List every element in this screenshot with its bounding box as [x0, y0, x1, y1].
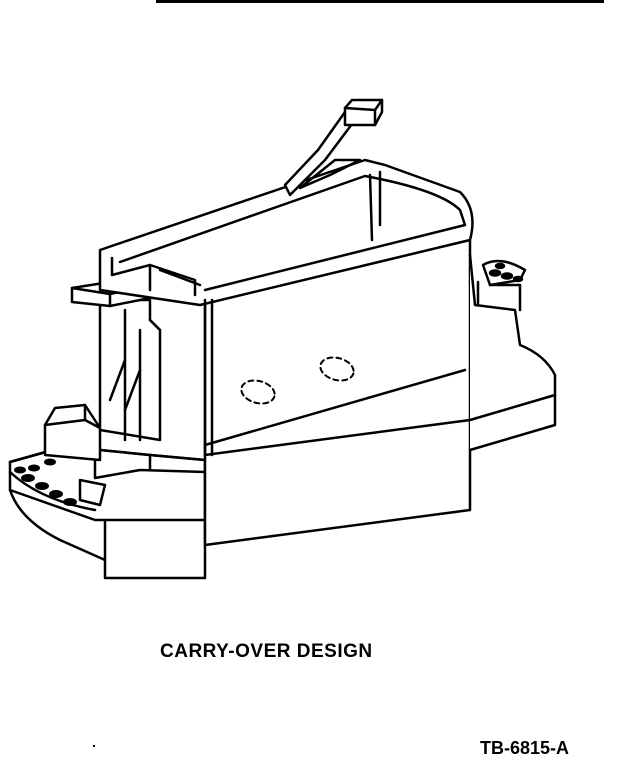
housing-illustration	[8, 98, 557, 580]
front-step-blocks	[43, 403, 207, 507]
top-border-rule	[156, 0, 604, 3]
scan-speck	[93, 745, 95, 747]
figure-caption: CARRY-OVER DESIGN	[160, 641, 373, 662]
grip-ridges	[14, 458, 77, 506]
figure-number: TB-6815-A	[480, 738, 570, 758]
rear-lever	[283, 98, 384, 197]
knockout-marks	[240, 356, 355, 405]
right-grip-ridges	[488, 262, 524, 283]
left-column	[98, 298, 162, 442]
top-rim	[98, 158, 474, 307]
inner-wall	[203, 298, 214, 457]
right-base	[468, 253, 557, 452]
main-body	[203, 238, 472, 547]
